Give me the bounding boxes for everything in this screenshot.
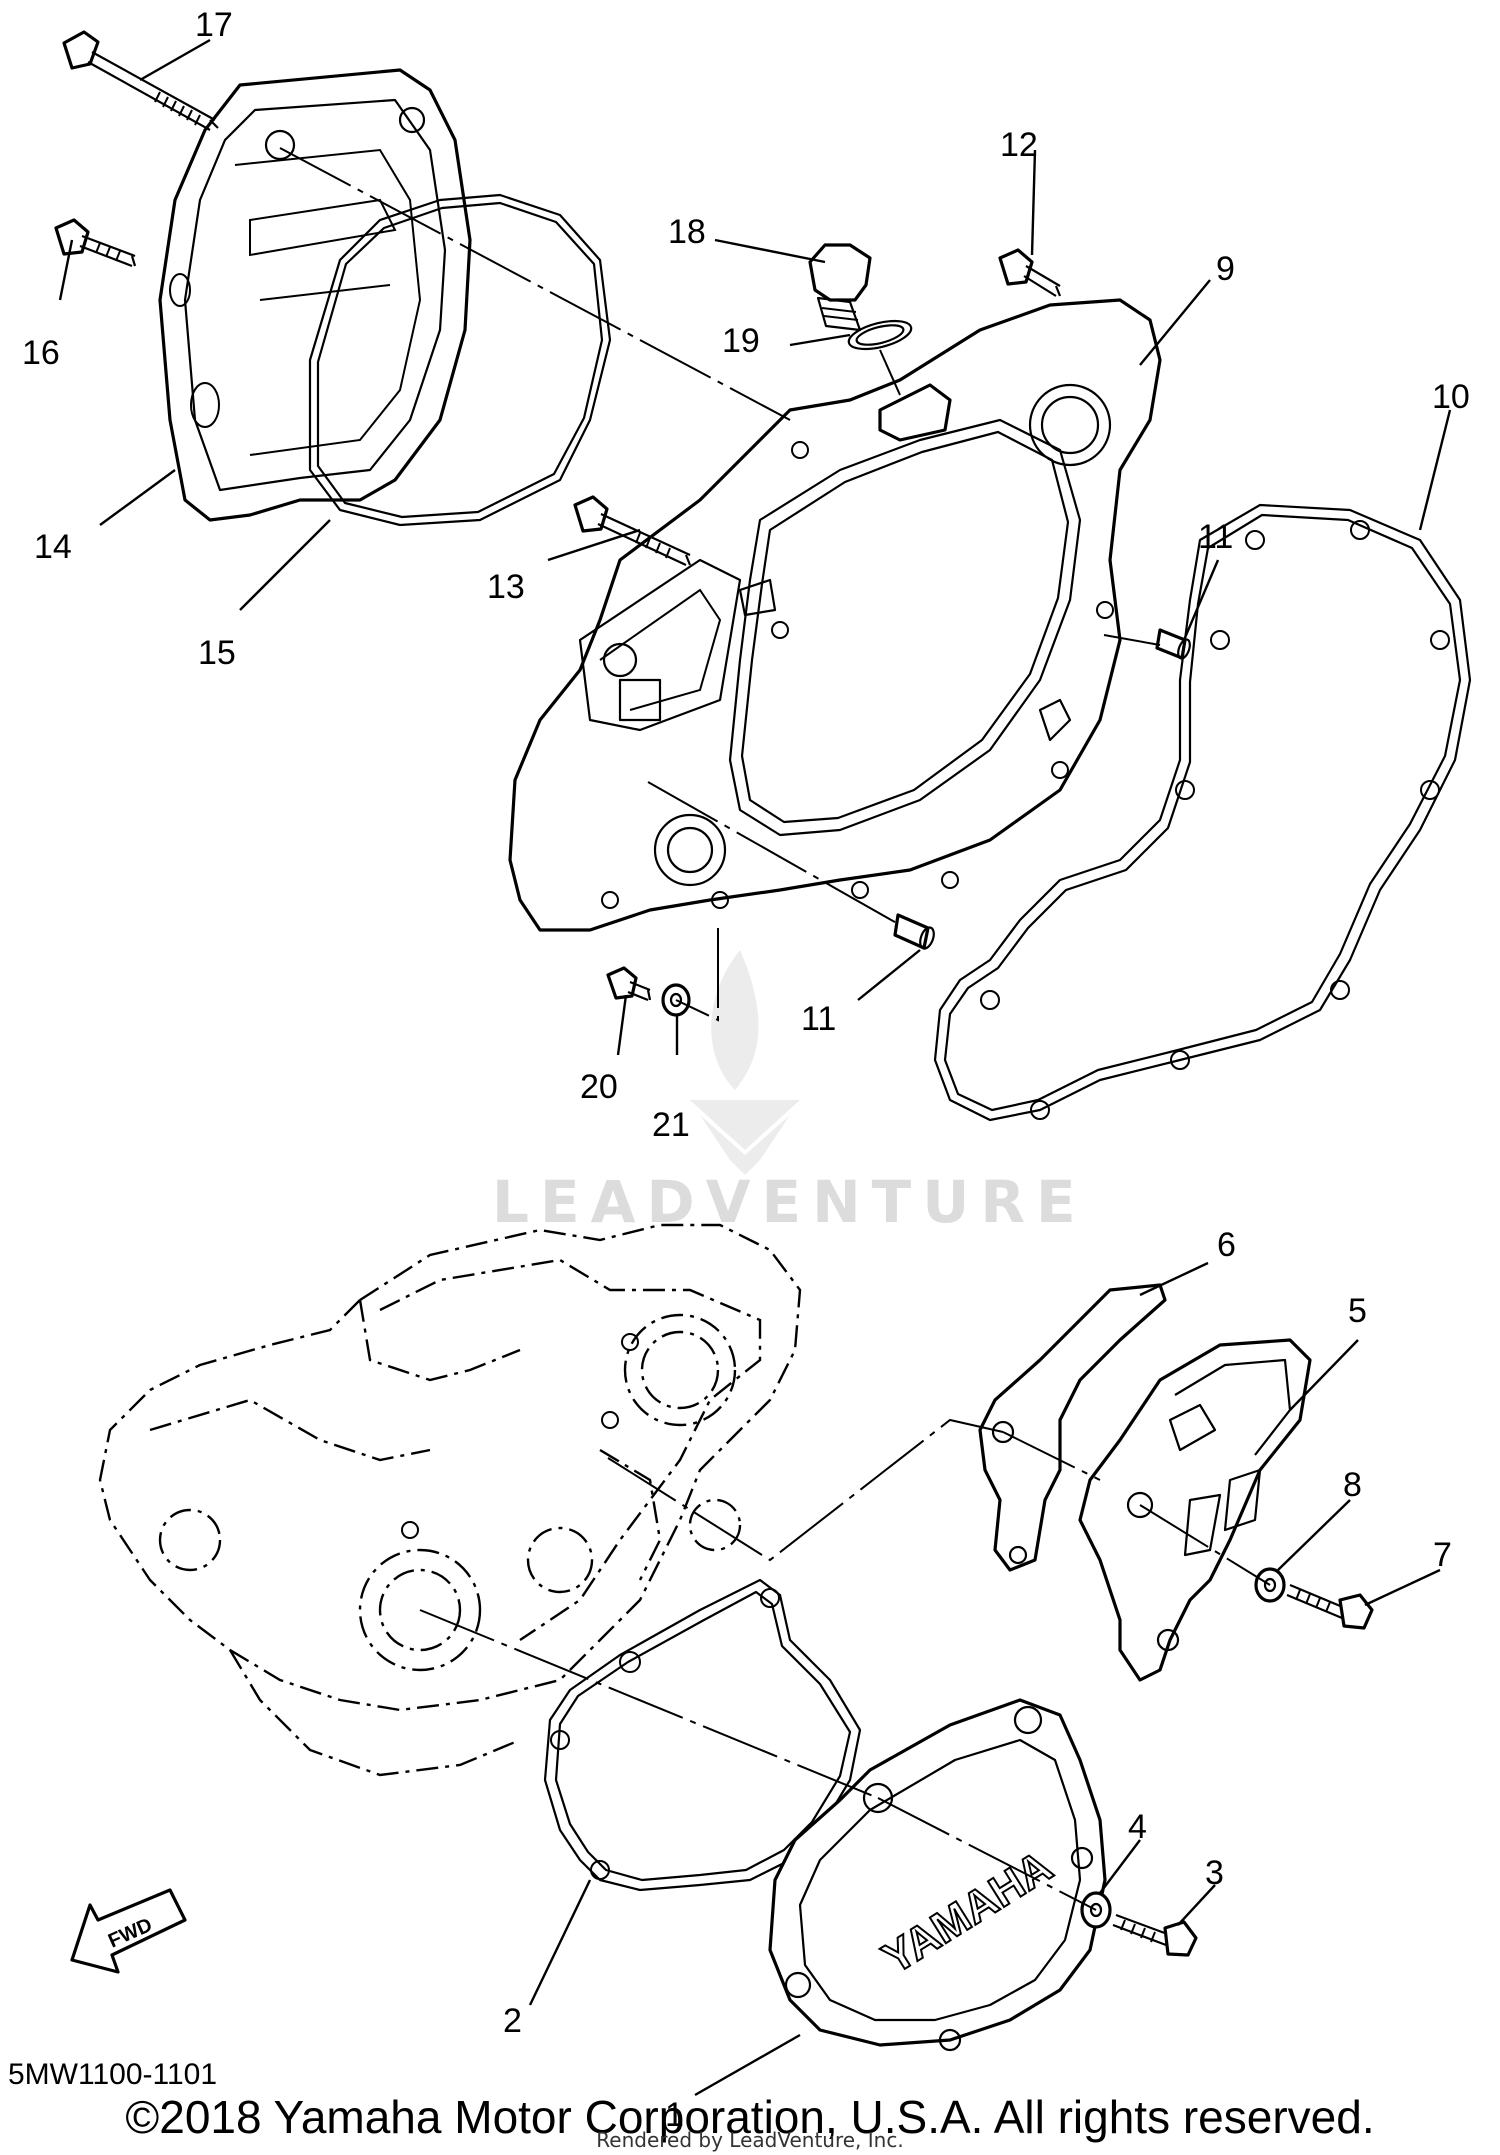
part-7-bolt	[1286, 1583, 1374, 1630]
part-14-cover	[158, 68, 472, 522]
callout-5: 5	[1348, 1292, 1367, 1330]
part-11-dowel-lower	[893, 913, 935, 950]
copyright-notice: ©2018 Yamaha Motor Corporation, U.S.A. A…	[125, 2091, 1375, 2143]
callout-11-lower: 11	[801, 1000, 836, 1038]
part-13-bolt	[573, 495, 692, 566]
part-20-bolt	[606, 966, 652, 1002]
part-18-oil-cap	[808, 243, 872, 332]
callout-15: 15	[198, 634, 236, 672]
rendered-by-note: Rendered by LeadVenture, Inc.	[596, 2128, 904, 2152]
callout-6: 6	[1217, 1226, 1236, 1264]
callout-18: 18	[668, 213, 706, 251]
part-16-bolt	[54, 218, 137, 268]
callout-8: 8	[1343, 1466, 1362, 1504]
callout-11-upper: 11	[1198, 518, 1233, 556]
callout-2: 2	[503, 2002, 522, 2040]
leadventure-watermark: LEADVENTURE	[492, 950, 1087, 1236]
part-15-gasket	[308, 193, 612, 527]
part-17-bolt	[62, 30, 219, 131]
callout-12: 12	[1000, 126, 1038, 164]
callout-10: 10	[1432, 378, 1470, 416]
part-3-bolt	[1112, 1913, 1198, 1957]
part-1-ignition-cover: YAMAHA	[768, 1698, 1107, 2052]
part-12-bolt	[998, 248, 1062, 297]
callout-17: 17	[195, 6, 233, 44]
fwd-arrow-icon: FWD	[70, 1888, 187, 1974]
callout-3: 3	[1205, 1854, 1224, 1892]
callout-4: 4	[1128, 1808, 1147, 1846]
part-9-crankcase-cover	[508, 298, 1162, 932]
watermark-text: LEADVENTURE	[492, 1168, 1087, 1236]
callout-14: 14	[34, 528, 72, 566]
callout-21: 21	[652, 1106, 690, 1144]
callout-7: 7	[1433, 1536, 1452, 1574]
callout-13: 13	[487, 568, 525, 606]
callout-leaders	[58, 38, 1452, 2097]
part-10-gasket	[933, 503, 1472, 1122]
part-11-dowel-upper	[1155, 628, 1191, 660]
diagram-code: 5MW1100-1101	[8, 2058, 217, 2091]
callout-19: 19	[722, 322, 760, 360]
part-5-sprocket-cover	[1078, 1338, 1312, 1682]
callout-1: 1	[665, 2096, 684, 2134]
callout-9: 9	[1216, 250, 1235, 288]
part-2-gasket	[543, 1578, 862, 1892]
part-6-bracket	[978, 1283, 1167, 1572]
part-19-o-ring	[847, 319, 913, 351]
callout-20: 20	[580, 1068, 618, 1106]
callout-16: 16	[22, 334, 60, 372]
crankcase-reference	[98, 1223, 802, 1777]
